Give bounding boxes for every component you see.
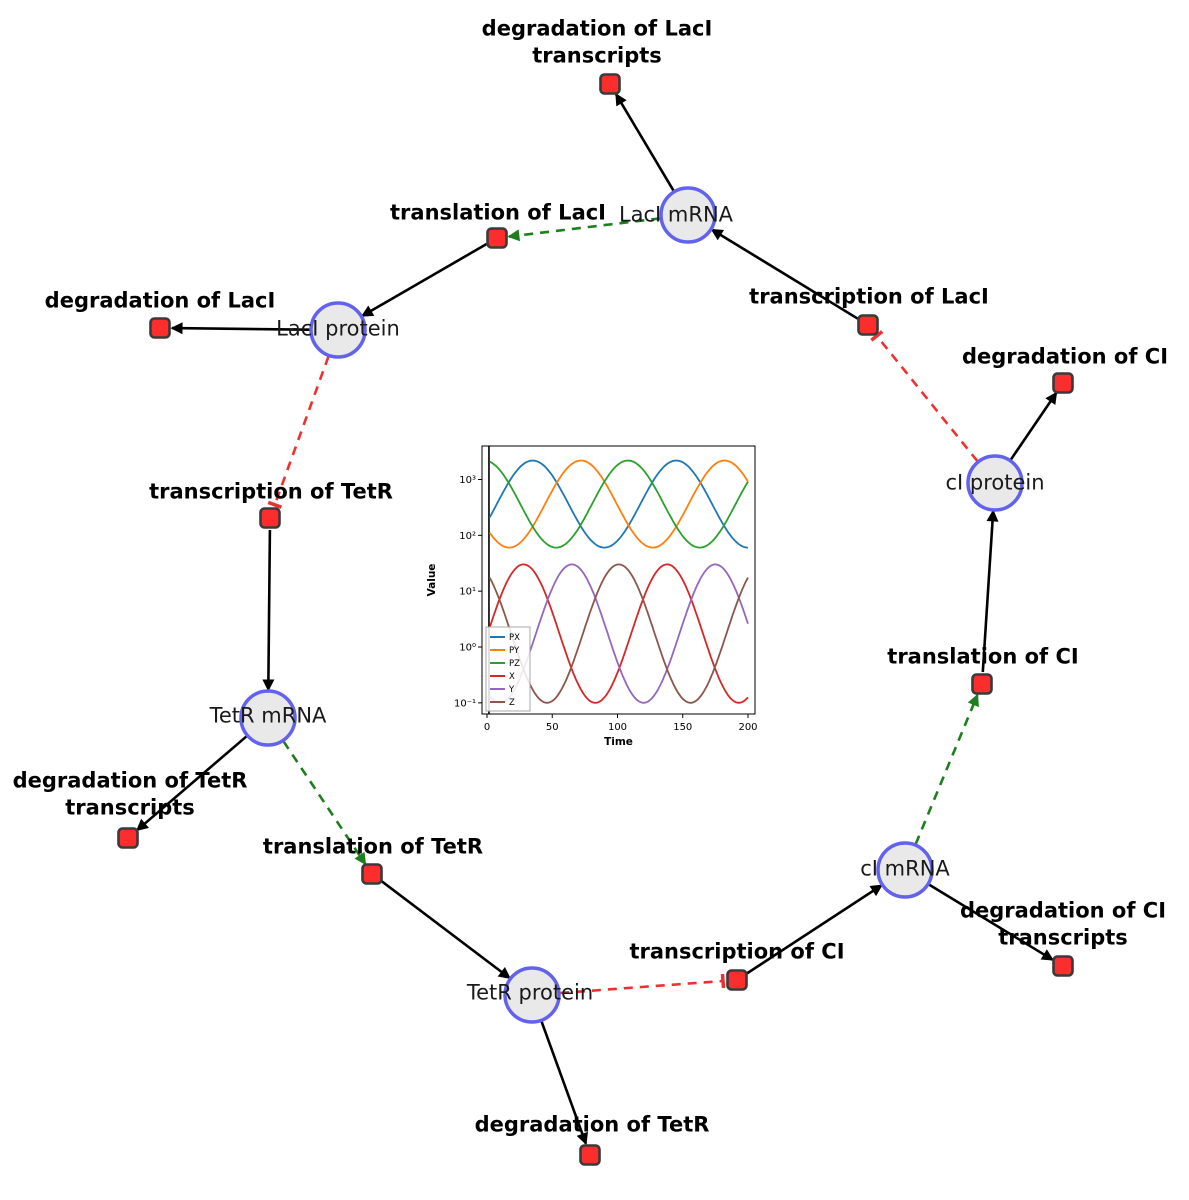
reaction-node-transcription-laci: [857, 314, 879, 336]
edge-tetr-mrna-to-deg-tetr-transcripts: [135, 735, 248, 832]
chart-series-PX: [488, 459, 749, 549]
species-label-ci-protein: cI protein: [945, 470, 1045, 495]
y-tick-label: 10⁰: [459, 643, 476, 654]
reaction-node-deg-tetr: [579, 1144, 601, 1166]
reaction-label-translation-tetr: translation of TetR: [262, 834, 484, 859]
y-tick-label: 10⁻¹: [454, 698, 476, 709]
species-node-tetr-mrna: [239, 689, 297, 747]
species-label-ci-mrna: cI mRNA: [860, 856, 950, 881]
legend-label-PY: PY: [509, 646, 520, 656]
x-tick-label: 150: [673, 722, 692, 733]
x-tick-label: 200: [738, 722, 757, 733]
x-tick-label: 100: [608, 722, 627, 733]
edge-ci-mrna-modifies-translation-ci: [914, 693, 979, 845]
reaction-label-deg-laci-transcripts: degradation of LacI transcripts: [481, 16, 713, 67]
chart-series-X: [488, 563, 749, 704]
edge-transcription-ci-to-ci-mrna: [746, 884, 883, 975]
edge-tetr-protein-to-deg-tetr: [540, 1020, 588, 1146]
chart-series-Y: [488, 563, 749, 704]
reaction-node-deg-laci: [149, 317, 171, 339]
reaction-node-deg-ci: [1052, 372, 1074, 394]
reaction-node-translation-laci: [486, 227, 508, 249]
y-tick-label: 10³: [459, 475, 476, 486]
y-tick-label: 10¹: [459, 587, 476, 598]
nodes: [117, 73, 1074, 1166]
x-axis-label: Time: [604, 736, 633, 746]
reaction-label-deg-tetr: degradation of TetR: [474, 1112, 710, 1137]
species-label-laci-mrna: LacI mRNA: [618, 202, 734, 227]
edge-laci-protein-inhibits-transcription-tetr: [267, 355, 330, 509]
reaction-node-translation-ci: [971, 673, 993, 695]
reaction-label-translation-laci: translation of LacI: [390, 200, 606, 225]
legend-label-Z: Z: [509, 698, 515, 708]
reaction-label-deg-ci: degradation of CI: [961, 344, 1169, 369]
legend-label-X: X: [509, 672, 515, 682]
edge-transcription-tetr-to-tetr-mrna: [262, 529, 275, 692]
legend-label-PZ: PZ: [509, 659, 520, 669]
edge-translation-laci-to-laci-protein: [360, 242, 488, 318]
edge-ci-mrna-to-deg-ci-transcripts: [928, 883, 1054, 961]
reaction-label-translation-ci: translation of CI: [887, 644, 1079, 669]
x-tick-label: 0: [484, 722, 490, 733]
edge-ci-protein-inhibits-transcription-laci: [870, 330, 979, 463]
reaction-label-transcription-ci: transcription of CI: [629, 939, 845, 964]
chart-series-Z: [488, 563, 749, 704]
legend-label-Y: Y: [508, 685, 515, 695]
edge-translation-ci-to-ci-protein: [981, 509, 999, 673]
edge-transcription-laci-to-laci-mrna: [710, 228, 859, 320]
species-node-ci-mrna: [876, 841, 934, 899]
chart-series-PZ: [489, 459, 749, 549]
reaction-node-deg-laci-transcripts: [599, 73, 621, 95]
reaction-label-deg-laci: degradation of LacI: [44, 288, 276, 313]
reaction-label-transcription-tetr: transcription of TetR: [149, 479, 393, 504]
x-tick-label: 50: [546, 722, 559, 733]
reaction-label-deg-tetr-transcripts: degradation of TetR transcripts: [12, 768, 248, 819]
reaction-label-deg-ci-transcripts: degradation of CI transcripts: [959, 898, 1167, 949]
chart-legend-box: [485, 626, 531, 712]
reaction-node-transcription-ci: [726, 969, 748, 991]
species-label-tetr-protein: TetR protein: [466, 980, 594, 1005]
legend-label-PX: PX: [509, 633, 520, 643]
species-label-laci-protein: LacI protein: [276, 316, 400, 341]
species-label-tetr-mrna: TetR mRNA: [209, 703, 327, 728]
y-tick-label: 10²: [459, 531, 476, 542]
edge-laci-mrna-to-deg-laci-transcripts: [614, 93, 675, 192]
reaction-node-deg-tetr-transcripts: [117, 827, 139, 849]
edge-tetr-mrna-modifies-translation-tetr: [282, 740, 367, 866]
reaction-node-deg-ci-transcripts: [1052, 955, 1074, 977]
edge-tetr-protein-inhibits-transcription-ci: [559, 973, 726, 995]
reaction-label-transcription-laci: transcription of LacI: [749, 284, 989, 309]
reaction-node-translation-tetr: [361, 863, 383, 885]
species-node-laci-protein: [309, 301, 367, 359]
species-node-tetr-protein: [503, 966, 561, 1024]
edge-laci-protein-to-deg-laci: [170, 322, 311, 335]
edge-ci-protein-to-deg-ci: [1009, 391, 1058, 461]
y-axis-label: Value: [426, 564, 438, 597]
edge-translation-tetr-to-tetr-protein: [380, 880, 511, 980]
edges: [135, 93, 1058, 1146]
reaction-node-transcription-tetr: [259, 507, 281, 529]
species-node-laci-mrna: [659, 186, 717, 244]
species-node-ci-protein: [966, 454, 1024, 512]
